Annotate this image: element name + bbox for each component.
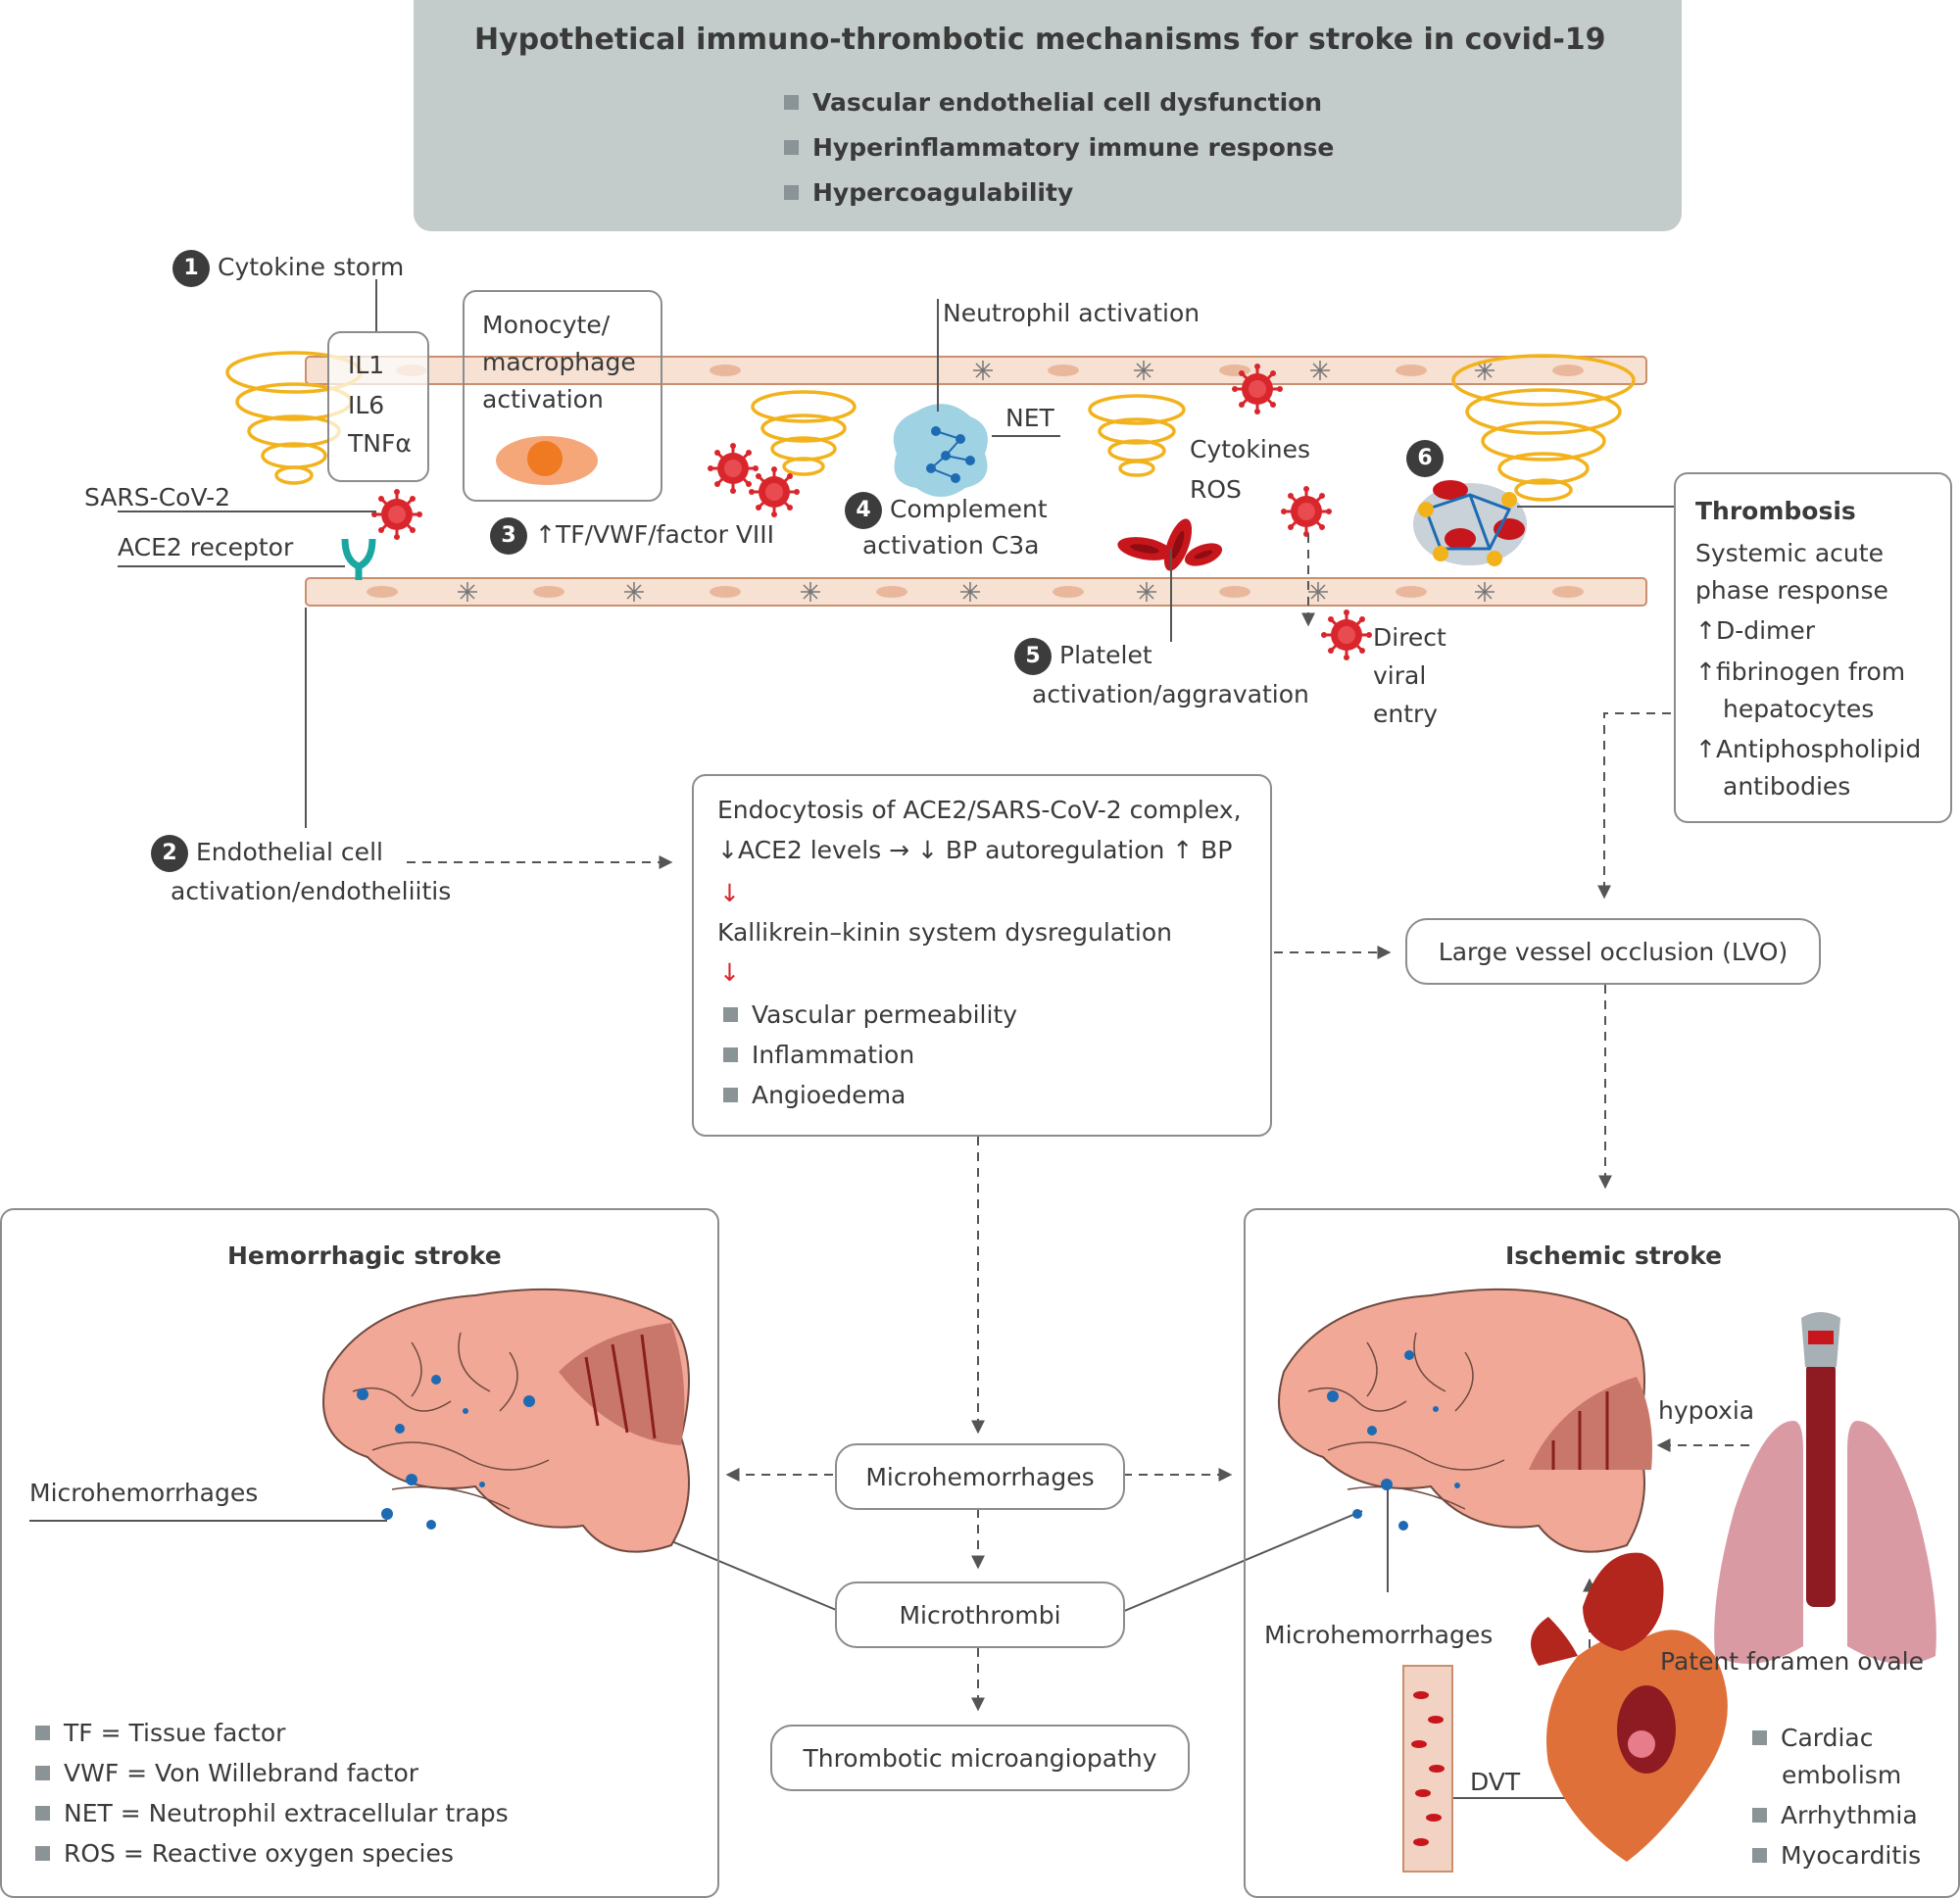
thrombosis-line: ↑Antiphospholipid [1695,735,1922,763]
neutrophil-activation-label: Neutrophil activation [943,299,1200,327]
monocyte-label: macrophage [482,348,636,376]
lungs-shape [1714,1312,1936,1664]
brain-left [322,1288,690,1553]
endo-bullet: Inflammation [723,1037,914,1074]
thrombotic-microangiopathy-pill: Thrombotic microangiopathy [770,1725,1190,1791]
thrombosis-box [1674,472,1952,823]
sars-cov-2-label: SARS-CoV-2 [84,483,231,511]
thrombosis-title: Thrombosis [1695,497,1856,525]
page-title: Hypothetical immuno-thrombotic mechanism… [474,23,1606,57]
endocytosis-line: ↓ACE2 levels → ↓ BP autoregulation ↑ BP [717,836,1233,864]
monocyte-label: Monocyte/ [482,311,611,339]
neutrophil-net-shape [893,404,988,497]
ischemic-bullet: Arrhythmia [1752,1797,1918,1834]
step-6-marker: 6 [1406,439,1451,477]
direct-viral-entry-label: Direct [1373,623,1446,652]
microthrombi-pill: Microthrombi [835,1582,1125,1648]
hemorrhagic-stroke-panel [0,1208,719,1898]
ischemic-microhemorrhages-label: Microhemorrhages [1264,1621,1494,1649]
cytokine-il6: IL6 [348,391,385,419]
dvt-vessel [1402,1665,1453,1873]
cytokine-tnf: TNFα [348,429,412,458]
ischemic-bullet: Cardiac [1752,1720,1874,1757]
pfo-label: Patent foramen ovale [1660,1647,1925,1676]
ace2-receptor-shape [341,538,376,580]
endo-bullet: Angioedema [723,1077,906,1114]
brain-right [1278,1288,1652,1553]
lvo-pill: Large vessel occlusion (LVO) [1405,918,1821,985]
monocyte-cell [496,436,598,485]
monocyte-label: activation [482,385,604,414]
thrombosis-line: hepatocytes [1723,695,1875,723]
endocytosis-box [692,774,1272,1137]
endocytosis-line: Endocytosis of ACE2/SARS-CoV-2 complex, [717,796,1242,824]
ischemic-stroke-panel [1244,1208,1960,1898]
hemorrhagic-microhemorrhages-label: Microhemorrhages [29,1479,259,1507]
vessel-bottom-wall [305,577,1647,607]
kallikrein-line: Kallikrein–kinin system dysregulation [717,918,1172,947]
hypoxia-label: hypoxia [1658,1396,1755,1425]
step-3-tf-vwf: 3↑TF/VWF/factor VIII [490,516,774,555]
ros-label: ROS [1190,475,1242,504]
legend-item: VWF = Von Willebrand factor [35,1755,418,1792]
thrombosis-line: ↑D-dimer [1695,616,1816,645]
cytokine-list-box [327,331,429,482]
net-label: NET [1005,404,1054,432]
header-bullet: Hypercoagulability [784,174,1073,212]
hemorrhagic-title: Hemorrhagic stroke [227,1241,502,1270]
thrombus-clot [1413,480,1527,566]
header-panel [414,0,1682,231]
red-down-arrow: ↓ [719,958,740,987]
cytokine-il1: IL1 [348,351,385,379]
ischemic-bullet: Myocarditis [1752,1837,1921,1874]
step-5-platelet-line2: activation/aggravation [1032,680,1309,708]
thrombosis-line: antibodies [1723,772,1851,801]
monocyte-box [463,290,662,502]
heart-shape [1531,1552,1728,1862]
thrombosis-line: phase response [1695,576,1888,605]
ischemic-bullet-cont: embolism [1782,1761,1902,1789]
dvt-label: DVT [1470,1768,1521,1796]
ace2-receptor-label: ACE2 receptor [118,533,294,561]
step-2-endothelial-line2: activation/endotheliitis [171,877,452,905]
ischemic-title: Ischemic stroke [1505,1241,1723,1270]
cytokines-label: Cytokines [1190,435,1311,463]
direct-viral-entry-label: entry [1373,700,1439,728]
vessel-top-wall [305,356,1647,385]
legend-item: ROS = Reactive oxygen species [35,1835,454,1873]
step-4-complement-line2: activation C3a [862,531,1040,560]
endo-bullet: Vascular permeability [723,997,1017,1034]
header-bullet: Vascular endothelial cell dysfunction [784,84,1322,122]
thrombosis-line: Systemic acute [1695,539,1884,567]
thrombosis-line: ↑fibrinogen from [1695,657,1906,686]
red-down-arrow: ↓ [719,879,740,907]
direct-viral-entry-label: viral [1373,661,1427,690]
header-bullet: Hyperinflammatory immune response [784,129,1334,167]
microhemorrhages-pill: Microhemorrhages [835,1443,1125,1510]
legend-item: TF = Tissue factor [35,1715,285,1752]
legend-item: NET = Neutrophil extracellular traps [35,1795,509,1832]
